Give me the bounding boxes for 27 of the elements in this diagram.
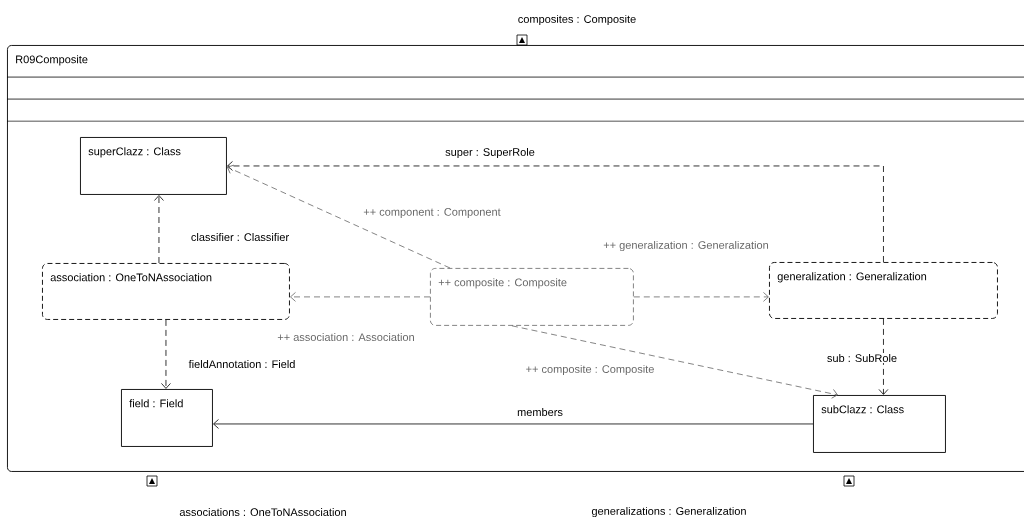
port-label: generalizations : Generalization (591, 506, 746, 518)
role-box: generalization : Generalization (769, 262, 998, 319)
role-box: association : OneToNAssociation (42, 263, 290, 320)
edge-label: fieldAnnotation : Field (187, 358, 297, 370)
arrow (227, 161, 884, 263)
arrow (227, 164, 451, 269)
edge-label: classifier : Classifier (189, 231, 291, 243)
arrow (154, 195, 164, 264)
edge-label: sub : SubRole (825, 352, 899, 364)
arrow (213, 419, 814, 429)
edge-label: members (516, 406, 564, 418)
port-label: associations : OneToNAssociation (179, 507, 346, 517)
edge-label: ++ generalization : Generalization (602, 239, 770, 253)
arrow (633, 292, 769, 302)
edge-label: ++ association : Association (276, 331, 416, 343)
object-box: field : Field (121, 389, 213, 447)
arrow (878, 318, 889, 395)
edge-label: ++ component : Component (362, 207, 502, 219)
object-box: subClazz : Class (813, 395, 946, 453)
arrow (511, 325, 838, 399)
role-box: ++ composite : Composite (430, 268, 634, 326)
port-label: composites : Composite (518, 14, 636, 26)
object-box: superClazz : Class (80, 137, 227, 195)
edge-label: super : SuperRole (444, 146, 536, 160)
edge-label: ++ composite : Composite (524, 363, 656, 377)
arrow (290, 292, 431, 302)
arrow (161, 319, 171, 389)
